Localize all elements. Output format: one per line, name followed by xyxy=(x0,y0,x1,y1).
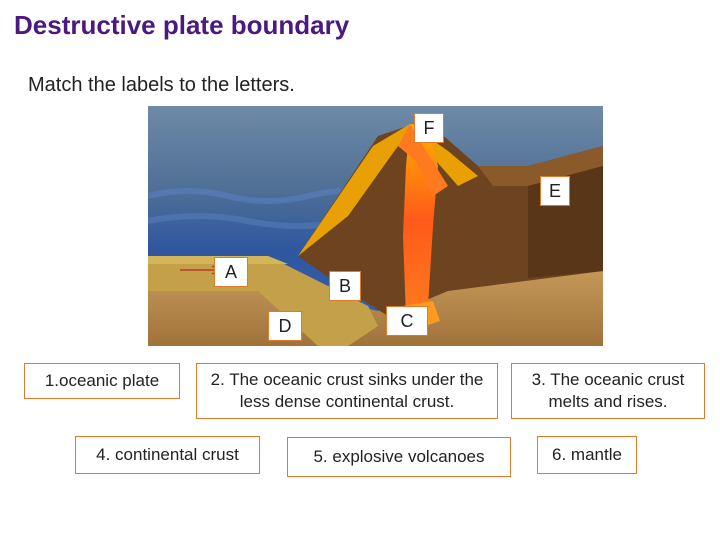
letter-a: A xyxy=(214,257,248,287)
letter-b: B xyxy=(329,271,361,301)
letter-e: E xyxy=(540,176,570,206)
label-card-oceanic-crust-sinks[interactable]: 2. The oceanic crust sinks under the les… xyxy=(196,363,498,419)
oceanic-plate xyxy=(148,256,378,346)
label-card-crust-melts[interactable]: 3. The oceanic crust melts and rises. xyxy=(511,363,705,419)
letter-c: C xyxy=(386,306,428,336)
page-title: Destructive plate boundary xyxy=(14,10,350,40)
label-card-oceanic-plate[interactable]: 1.oceanic plate xyxy=(24,363,180,399)
instruction-text: Match the labels to the letters. xyxy=(28,74,295,96)
label-card-continental-crust[interactable]: 4. continental crust xyxy=(75,436,260,474)
letter-f: F xyxy=(414,113,444,143)
letter-d: D xyxy=(268,311,302,341)
label-card-explosive-volcanoes[interactable]: 5. explosive volcanoes xyxy=(287,437,511,477)
label-card-mantle[interactable]: 6. mantle xyxy=(537,436,637,474)
volcano-diagram xyxy=(148,106,603,346)
